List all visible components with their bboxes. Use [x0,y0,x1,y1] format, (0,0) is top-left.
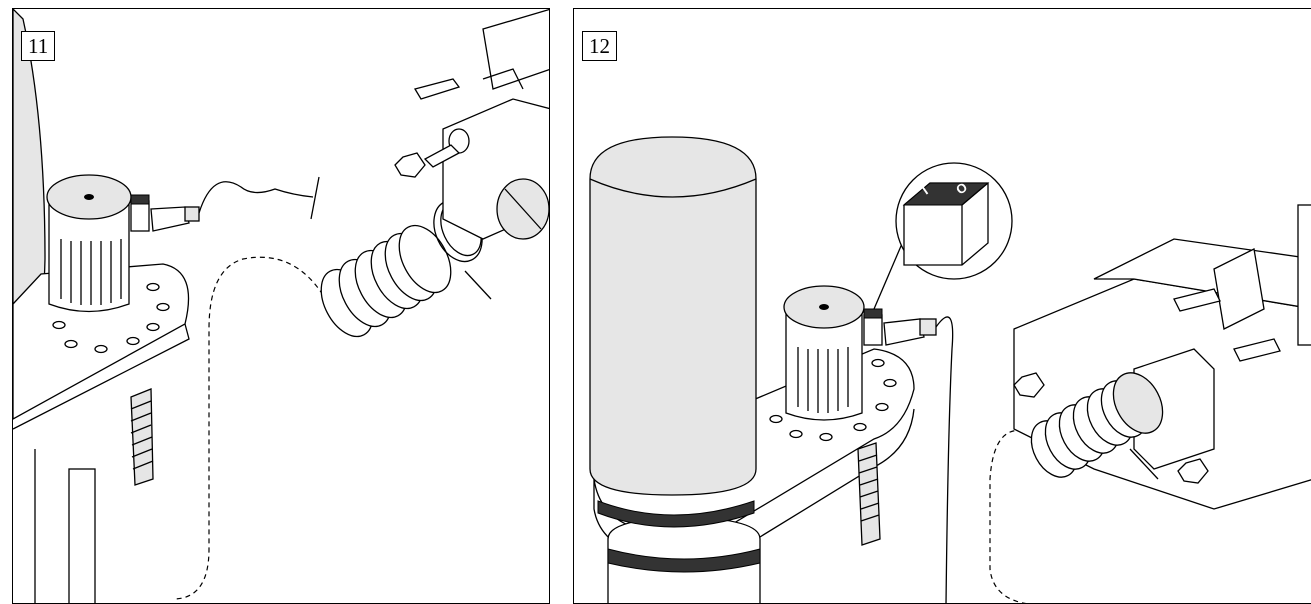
clamp-screw [464,270,492,300]
machine-clamp-block [1213,248,1265,330]
motor-cooling-fins [797,347,849,413]
switch-on-symbol: I [919,183,931,197]
step-panel-12: I O 12 [573,8,1311,604]
clamp-lever [1173,288,1221,312]
flange-bolts [769,358,897,442]
power-cable [935,316,954,603]
machine-rail [482,9,549,90]
bag-clamp-band [597,500,755,528]
hose-route-dashed [989,429,1033,603]
stand-column [68,468,96,603]
flexible-suction-hose [1030,372,1164,478]
callout-leader [873,238,905,310]
vertical-hose [130,388,154,486]
illustration-step-12 [589,136,1311,603]
flange-bolts [52,282,170,354]
star-knob [1013,372,1045,398]
cable-break [310,176,320,220]
power-plug [883,318,925,346]
motor-body [48,198,130,313]
machine-rail-post [1297,204,1311,346]
hose-route-dashed [172,256,324,600]
switch-off-symbol: O [953,179,970,197]
clamp-lever [413,78,461,100]
motor-cooling-fins [60,239,122,305]
motor-body [785,308,863,421]
star-knob-lower [1177,458,1209,484]
switch-symbols: I O [919,179,970,197]
star-knob [394,152,426,178]
switch-box [130,200,150,232]
step-panel-11: 11 [12,8,550,604]
power-plug [150,206,190,232]
illustration-step-11 [13,9,549,603]
clamp-screw [1129,448,1159,480]
power-cable [198,181,314,214]
step-number-11: 11 [21,31,56,61]
flexible-suction-hose [320,224,452,338]
filter-bag-cylinder [589,136,757,496]
base-plate-edge [13,323,190,430]
step-number-12: 12 [582,31,617,61]
